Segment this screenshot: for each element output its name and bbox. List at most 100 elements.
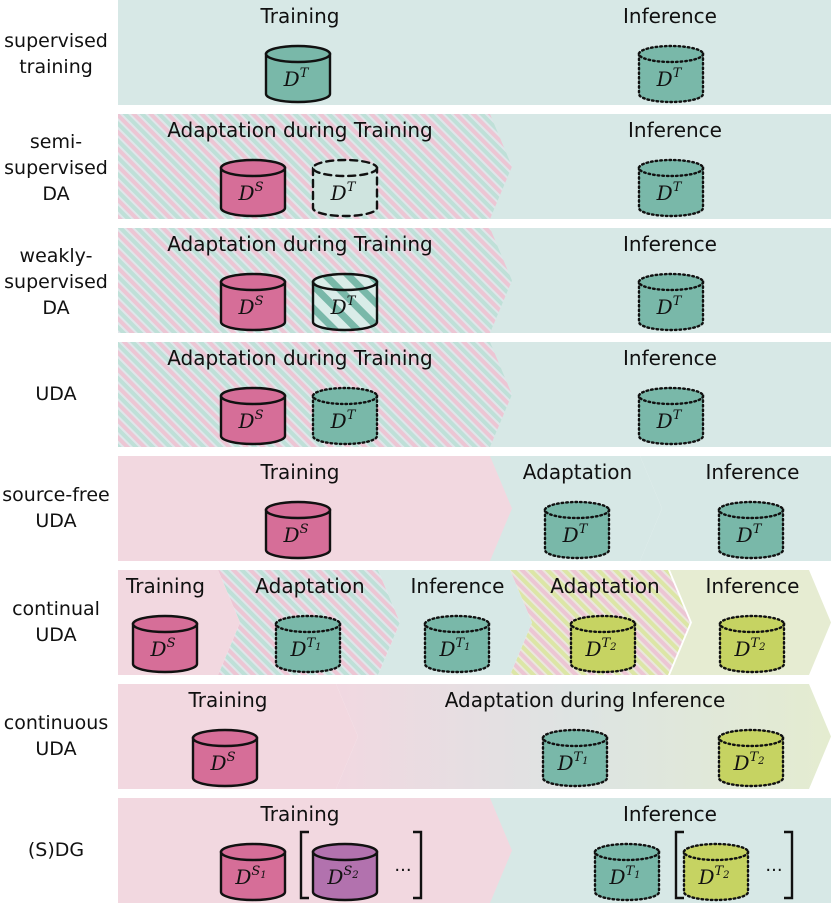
dataset-label: DT1 bbox=[438, 636, 470, 661]
dataset-label: DS bbox=[210, 750, 236, 775]
cylinder-target-infer: DT bbox=[637, 158, 705, 218]
cylinder-target1: DT1 bbox=[541, 728, 609, 788]
dataset-label: DT bbox=[656, 66, 683, 91]
dataset-label: DS bbox=[238, 408, 264, 433]
bracket-left bbox=[674, 830, 684, 900]
cylinder-target-weak: DT bbox=[311, 272, 379, 332]
cylinder-target-infer: DT bbox=[637, 386, 705, 446]
phase-label-adaptation-during-inference: Adaptation during Inference bbox=[444, 688, 726, 712]
cylinder-source: DS bbox=[264, 500, 332, 560]
row-label-sdg: (S)DG bbox=[0, 800, 112, 900]
phase-label-adaptation-during-training: Adaptation during Training bbox=[167, 346, 433, 370]
cylinder-target-unlabeled: DT bbox=[311, 386, 379, 446]
cylinder-source2: DS2 bbox=[311, 842, 379, 902]
dataset-label: DT1 bbox=[608, 864, 640, 889]
row-label-line: UDA bbox=[35, 510, 77, 532]
row-label-supervised-training: supervised training bbox=[0, 14, 112, 94]
dataset-label: DT bbox=[330, 180, 357, 205]
dataset-label: DT2 bbox=[733, 636, 765, 661]
dataset-label: DS bbox=[150, 636, 176, 661]
dataset-label: DS bbox=[283, 522, 309, 547]
dataset-label: DT bbox=[656, 294, 683, 319]
dataset-label: DS bbox=[238, 180, 264, 205]
row-label-line: DA bbox=[42, 297, 70, 319]
row-label-line: supervised bbox=[4, 157, 108, 179]
phase-label-adaptation: Adaptation bbox=[255, 574, 365, 598]
row-label-line: supervised bbox=[4, 30, 108, 52]
cylinder-target2: DT2 bbox=[682, 842, 750, 902]
dataset-label: DS1 bbox=[234, 864, 266, 889]
row-label-line: supervised bbox=[4, 271, 108, 293]
cylinder-target-adapt: DT bbox=[543, 500, 611, 560]
row-label-uda: UDA bbox=[0, 344, 112, 444]
cylinder-source: DS bbox=[219, 386, 287, 446]
cylinder-target2: DT2 bbox=[717, 728, 785, 788]
cylinder-target2-infer: DT2 bbox=[718, 614, 786, 674]
ellipsis: ··· bbox=[394, 860, 411, 881]
phase-label-inference: Inference bbox=[623, 346, 717, 370]
bracket-groups: ··· ··· bbox=[299, 830, 794, 900]
row-label-line: continuous bbox=[3, 712, 109, 734]
row-label-line: training bbox=[19, 56, 93, 78]
cylinder-target-infer: DT bbox=[637, 272, 705, 332]
phase-label-training: Training bbox=[260, 460, 340, 484]
row-label-continual-uda: continual UDA bbox=[0, 572, 112, 672]
phase-label-adaptation: Adaptation bbox=[550, 574, 660, 598]
phase-label-inference: Inference bbox=[628, 118, 722, 142]
cylinder-target-train: DT bbox=[264, 44, 332, 104]
dataset-label: DT1 bbox=[556, 750, 588, 775]
dataset-label: DS bbox=[238, 294, 264, 319]
dataset-label: DT bbox=[330, 408, 357, 433]
phase-label-inference: Inference bbox=[623, 4, 717, 28]
row-label-line: UDA bbox=[35, 383, 77, 405]
cylinder-source: DS bbox=[131, 614, 199, 674]
row-label-source-free-uda: source-free UDA bbox=[0, 458, 112, 558]
row-label-line: continual bbox=[12, 598, 100, 620]
bracket-right bbox=[413, 830, 423, 900]
row-label-line: UDA bbox=[35, 624, 77, 646]
dataset-label: DS2 bbox=[326, 864, 358, 889]
cylinder-target1: DT1 bbox=[593, 842, 661, 902]
cylinder-target2-adapt: DT2 bbox=[569, 614, 637, 674]
row-label-continuous-uda: continuous UDA bbox=[0, 686, 112, 786]
row-label-weakly-supervised-da: weakly- supervised DA bbox=[0, 232, 112, 332]
phase-label-adaptation: Adaptation bbox=[522, 460, 633, 484]
cylinder-target-infer: DT bbox=[637, 44, 705, 104]
phase-label-inference: Inference bbox=[410, 574, 505, 598]
cylinder-source: DS bbox=[219, 272, 287, 332]
phase-label-training: Training bbox=[126, 574, 205, 598]
phase-label-inference: Inference bbox=[705, 460, 800, 484]
cylinder-target-partial: DT bbox=[311, 158, 379, 218]
row-label-line: source-free bbox=[2, 484, 110, 506]
dataset-label: DT bbox=[656, 180, 683, 205]
dataset-label: DT bbox=[736, 522, 763, 547]
phase-label-training: Training bbox=[188, 688, 268, 712]
cylinder-source: DS bbox=[219, 158, 287, 218]
ellipsis: ··· bbox=[765, 860, 782, 881]
row-label-semi-supervised-da: semi- supervised DA bbox=[0, 118, 112, 218]
phase-label-training: Training bbox=[260, 802, 340, 826]
row-label-line: DA bbox=[42, 183, 70, 205]
row-label-line: semi- bbox=[29, 131, 83, 153]
row-label-line: (S)DG bbox=[27, 839, 85, 861]
dataset-label: DT2 bbox=[732, 750, 764, 775]
dataset-label: DT bbox=[283, 66, 310, 91]
bracket-left bbox=[299, 830, 309, 900]
cylinder-source1: DS1 bbox=[219, 842, 287, 902]
phase-label-inference: Inference bbox=[705, 574, 800, 598]
dataset-label: DT bbox=[330, 294, 357, 319]
dataset-label: DT bbox=[656, 408, 683, 433]
phase-label-inference: Inference bbox=[623, 232, 717, 256]
dataset-label: DT bbox=[562, 522, 589, 547]
phase-label-adaptation-during-training: Adaptation during Training bbox=[167, 118, 433, 142]
phase-label-inference: Inference bbox=[623, 802, 717, 826]
row-label-line: weakly- bbox=[19, 245, 93, 267]
dataset-label: DT1 bbox=[289, 636, 321, 661]
cylinder-target1-adapt: DT1 bbox=[274, 614, 342, 674]
phase-label-adaptation-during-training: Adaptation during Training bbox=[167, 232, 433, 256]
phase-label-training: Training bbox=[260, 4, 340, 28]
dataset-label: DT2 bbox=[697, 864, 729, 889]
dataset-label: DT2 bbox=[584, 636, 616, 661]
